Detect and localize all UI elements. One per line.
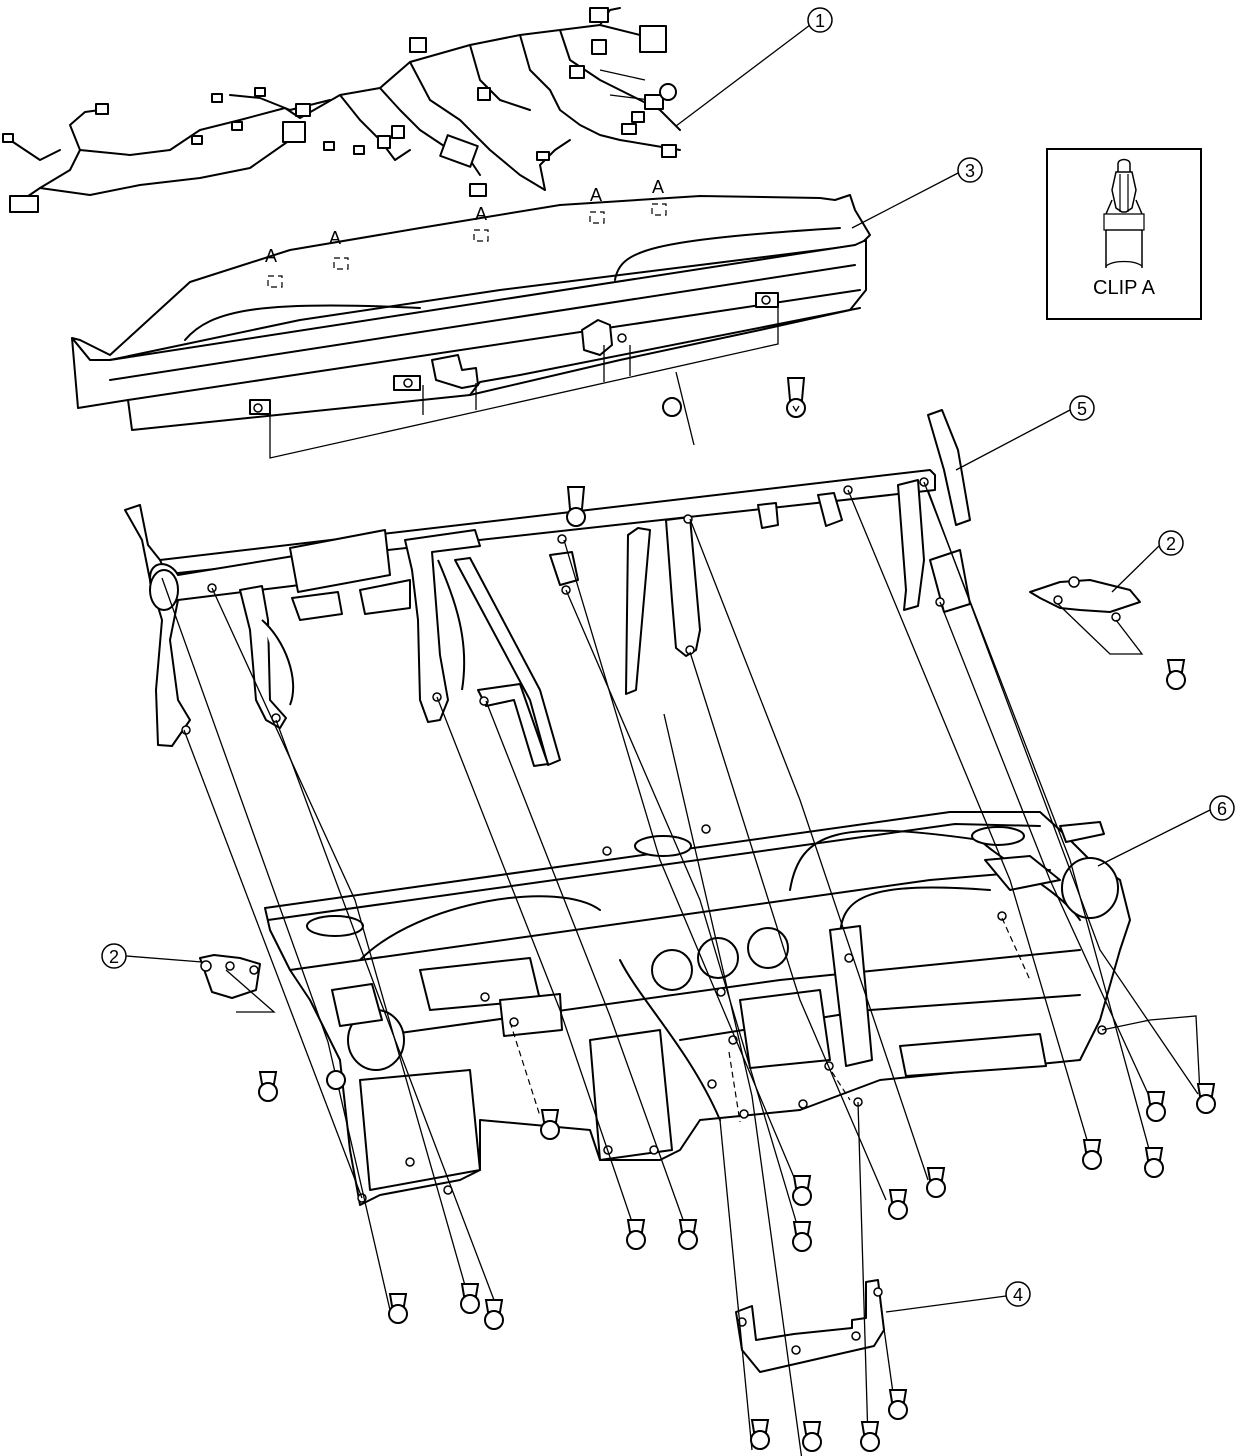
callout-2-right-label: 2: [1166, 534, 1176, 554]
bolt-icon: [388, 1293, 408, 1324]
callout-2-left-label: 2: [109, 947, 119, 967]
callout-5-label: 5: [1077, 399, 1087, 419]
bolt-icon: [792, 1221, 812, 1252]
callout-4-label: 4: [1013, 1285, 1023, 1305]
bolt-icon: [802, 1421, 822, 1452]
callout-2-left: 2: [101, 943, 127, 969]
bolt-icon: [1144, 1147, 1164, 1178]
upper-dashboard-panel: [71, 194, 871, 459]
bolt-icon: [1082, 1139, 1102, 1170]
bolt-icon: [566, 486, 586, 527]
dashboard-panel: [264, 811, 1131, 1206]
side-bracket-left: [199, 954, 276, 1013]
bolt-icon: [626, 1219, 646, 1250]
dashboard-member: [124, 409, 971, 767]
callout-3-label: 3: [965, 161, 975, 181]
callout-4: 4: [1005, 1281, 1031, 1307]
callout-1: 1: [807, 7, 833, 33]
bolt-icon: [1196, 1083, 1216, 1114]
callout-2-right: 2: [1158, 530, 1184, 556]
lower-bracket: [735, 1279, 885, 1373]
bolt-icon: [678, 1219, 698, 1250]
bolt-icon: [888, 1389, 908, 1420]
bolt-icon: [484, 1299, 504, 1330]
callout-6-label: 6: [1217, 799, 1227, 819]
clip-a-detail-box: CLIP A: [1046, 148, 1202, 320]
bolt-icon: [926, 1167, 946, 1198]
clip-icon: [1103, 158, 1145, 268]
clip-mark-a: A: [475, 204, 487, 224]
callout-6: 6: [1209, 795, 1235, 821]
callout-leaders: [125, 24, 1211, 1313]
alignment-lines: [161, 371, 1201, 1456]
bolt-icon: [1166, 659, 1186, 690]
bolt-icon: [786, 377, 806, 418]
clip-mark-a: A: [652, 177, 664, 197]
callout-1-label: 1: [815, 11, 825, 31]
bolt-icon: [460, 1283, 480, 1314]
bolt-icon: [1146, 1091, 1166, 1122]
bolt-icon: [662, 397, 682, 417]
bolt-icon: [888, 1189, 908, 1220]
bolt-icon: [860, 1421, 880, 1452]
bolts: [258, 377, 1216, 1452]
callout-5: 5: [1069, 395, 1095, 421]
wiring-harness: [2, 7, 681, 213]
clip-mark-a: A: [265, 246, 277, 266]
callout-3: 3: [957, 157, 983, 183]
bolt-icon: [258, 1071, 278, 1102]
clip-a-label: CLIP A: [1093, 277, 1155, 299]
clip-mark-a: A: [329, 228, 341, 248]
side-bracket-right: [1029, 576, 1144, 655]
bolt-icon: [326, 1070, 346, 1090]
clip-mark-a: A: [590, 185, 602, 205]
bolt-icon: [792, 1175, 812, 1206]
bolt-icon: [540, 1109, 560, 1140]
bolt-icon: [750, 1419, 770, 1450]
